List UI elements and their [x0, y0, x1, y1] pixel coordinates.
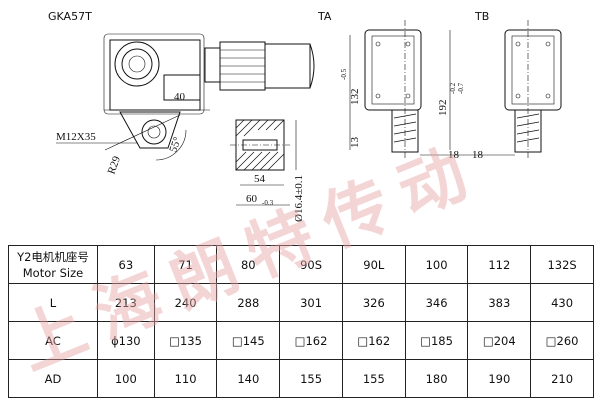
table-cell: 100: [97, 359, 155, 398]
dim-radius: R29: [106, 154, 124, 176]
table-cell: □145: [216, 321, 281, 360]
table-cell: □260: [530, 321, 594, 360]
table-row: AD 100 110 140 155 155 180 190 210: [8, 359, 594, 398]
table-cell: 383: [467, 283, 532, 322]
table-row: AC ϕ130 □135 □145 □162 □162 □185 □204 □2…: [8, 321, 594, 360]
dim-192: 192: [437, 100, 449, 117]
dim-18-ta: 18: [448, 149, 460, 161]
dim-132-tol: -0.5: [340, 68, 348, 80]
table-cell: □204: [467, 321, 532, 360]
technical-drawing: GKA57T TA TB M12X35 R29 40 55°: [48, 10, 562, 222]
table-cell: 180: [404, 359, 469, 398]
header-cn: Y2电机机座号: [17, 249, 89, 264]
ta-view: [364, 20, 422, 160]
table-cell: 190: [467, 359, 532, 398]
motor-size-header: Y2电机机座号 Motor Size: [8, 245, 98, 284]
table-cell: 63: [97, 245, 155, 284]
dim-40: 40: [174, 91, 186, 103]
table-cell: 90S: [279, 245, 343, 284]
table-cell: 132S: [530, 245, 594, 284]
table-cell: 155: [279, 359, 343, 398]
dim-13: 13: [349, 137, 361, 149]
table-cell: 213: [97, 283, 155, 322]
row-label: AD: [8, 359, 98, 398]
model-title: GKA57T: [48, 10, 92, 23]
table-cell: 326: [341, 283, 406, 322]
table-cell: □135: [153, 321, 218, 360]
table-cell: 100: [404, 245, 469, 284]
dim-54: 54: [254, 173, 266, 185]
table-cell: 112: [467, 245, 532, 284]
dim-18-tb: 18: [472, 149, 484, 161]
table-cell: 430: [530, 283, 594, 322]
table-cell: □162: [279, 321, 343, 360]
table-cell: 155: [341, 359, 406, 398]
row-label: AC: [8, 321, 98, 360]
table-cell: □162: [341, 321, 406, 360]
row-label: L: [8, 283, 98, 322]
dim-192-tol-up: -0.2: [449, 82, 457, 94]
header-en: Motor Size: [22, 265, 84, 280]
table-cell: 90L: [341, 245, 406, 284]
dim-132: 132: [349, 89, 361, 106]
dim-thread: M12X35: [56, 131, 96, 143]
dim-16: Ø16.4±0.1: [293, 175, 305, 222]
table-cell: ϕ130: [97, 321, 155, 360]
dim-60: 60: [246, 193, 258, 205]
dim-60-tol: -0.3: [262, 199, 274, 207]
table-row: L 213 240 288 301 326 346 383 430: [8, 283, 594, 322]
table-cell: 288: [216, 283, 281, 322]
view-tb-label: TB: [474, 10, 489, 23]
tb-view: [504, 20, 562, 160]
table-cell: 301: [279, 283, 343, 322]
table-cell: 240: [153, 283, 218, 322]
table-cell: 71: [153, 245, 218, 284]
hollow-shaft-section: [230, 119, 290, 171]
view-ta-label: TA: [317, 10, 332, 23]
dim-angle: 55°: [167, 135, 184, 154]
table-cell: 346: [404, 283, 469, 322]
motor-size-table: Y2电机机座号 Motor Size 63 71 80 90S 90L 100 …: [8, 245, 594, 398]
table-cell: 210: [530, 359, 594, 398]
table-cell: 140: [216, 359, 281, 398]
dim-192-tol-low: -0.7: [457, 82, 465, 94]
side-view: [103, 33, 315, 151]
table-cell: 80: [216, 245, 281, 284]
table-cell: 110: [153, 359, 218, 398]
table-row: Y2电机机座号 Motor Size 63 71 80 90S 90L 100 …: [8, 245, 594, 284]
table-cell: □185: [404, 321, 469, 360]
